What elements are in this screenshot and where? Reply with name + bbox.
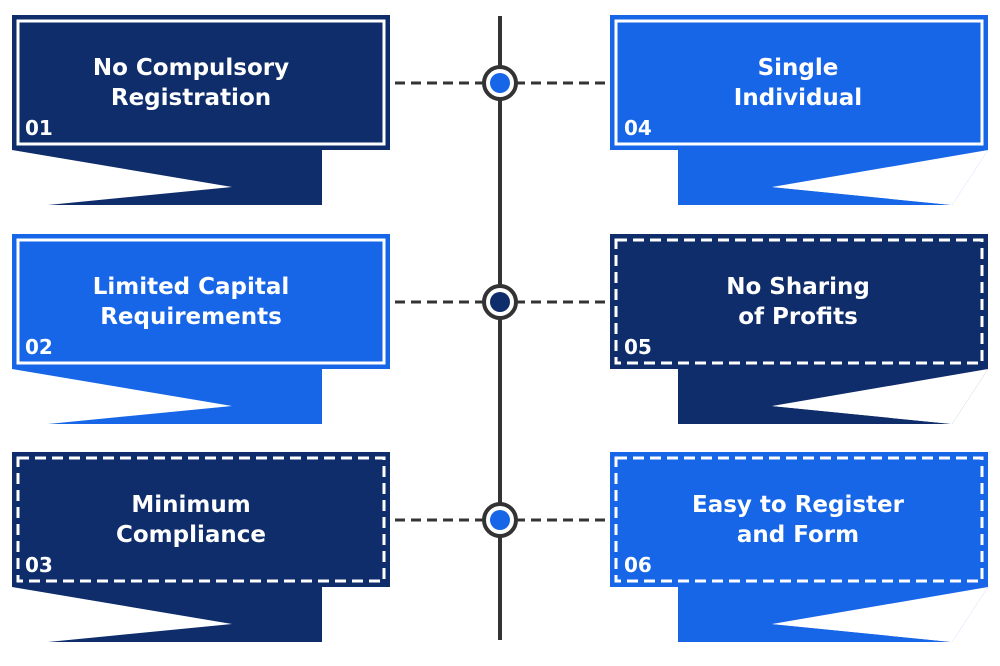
card-border (614, 238, 984, 365)
timeline-node (482, 502, 518, 538)
card-body (12, 452, 390, 587)
card-title-line-1: Limited Capital (93, 274, 290, 300)
card-title-line-2: of Profits (738, 304, 858, 330)
card-title-line-2: Registration (111, 85, 271, 111)
card-ribbon-tail (12, 369, 322, 424)
card-number: 06 (624, 553, 652, 577)
card-body (12, 15, 390, 150)
card-border (16, 19, 386, 146)
card-title-line-2: and Form (737, 522, 859, 548)
card-ribbon-notch (772, 624, 952, 642)
card-number: 02 (25, 335, 53, 359)
card-05: No Sharing of Profits 05 (610, 234, 988, 424)
card-title-line-1: No Compulsory (93, 55, 289, 81)
card-border (614, 19, 984, 146)
node-dot (490, 510, 510, 530)
card-border (16, 456, 386, 583)
card-body (12, 234, 390, 369)
card-border (16, 238, 386, 365)
card-06: Easy to Register and Form 06 (610, 452, 988, 642)
card-ribbon-notch (772, 187, 952, 205)
card-border (614, 456, 984, 583)
card-number: 04 (624, 116, 652, 140)
card-title-line-1: Easy to Register (692, 492, 905, 518)
card-number: 05 (624, 335, 652, 359)
card-number: 03 (25, 553, 53, 577)
card-number: 01 (25, 116, 53, 140)
card-body (610, 452, 988, 587)
node-dot (490, 73, 510, 93)
card-ribbon-tail (12, 587, 322, 642)
card-title-line-1: Single (758, 55, 839, 81)
card-title-line-2: Requirements (100, 304, 282, 330)
card-ribbon-tail (12, 150, 322, 205)
timeline-node (482, 284, 518, 320)
node-dot (490, 292, 510, 312)
card-body (610, 15, 988, 150)
card-title-line-2: Compliance (116, 522, 266, 548)
card-title-line-1: Minimum (131, 492, 250, 518)
card-title-line-1: No Sharing (726, 274, 870, 300)
card-body (610, 234, 988, 369)
card-ribbon-notch (772, 406, 952, 424)
card-title-line-2: Individual (734, 85, 862, 111)
timeline-node (482, 65, 518, 101)
